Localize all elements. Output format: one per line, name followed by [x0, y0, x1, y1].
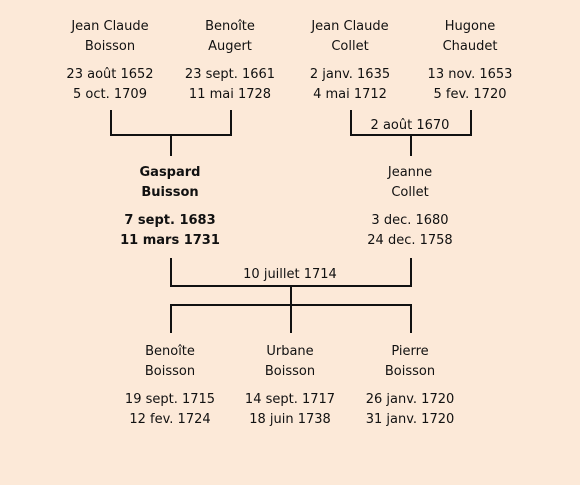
- marriage-date: 10 juillet 1714: [243, 267, 337, 282]
- person-birth-date: 7 sept. 1683: [124, 213, 216, 228]
- connector-line: [410, 258, 412, 286]
- person-hugone-chaudet: Hugone Chaudet 13 nov. 1653 5 fev. 1720: [410, 17, 530, 105]
- person-last-name: Augert: [208, 39, 252, 54]
- person-jeanne-collet: Jeanne Collet 3 dec. 1680 24 dec. 1758: [350, 163, 470, 251]
- person-urbane-boisson: Urbane Boisson 14 sept. 1717 18 juin 173…: [230, 342, 350, 430]
- person-benoite-augert: Benoîte Augert 23 sept. 1661 11 mai 1728: [170, 17, 290, 105]
- connector-line: [110, 110, 112, 135]
- person-death-date: 31 janv. 1720: [365, 412, 455, 427]
- person-birth-date: 23 août 1652: [66, 67, 154, 82]
- connector-line: [410, 305, 412, 333]
- connector-line: [410, 134, 412, 156]
- person-death-date: 11 mai 1728: [188, 87, 272, 102]
- person-jean-claude-collet: Jean Claude Collet 2 janv. 1635 4 mai 17…: [290, 17, 410, 105]
- person-birth-date: 19 sept. 1715: [124, 392, 216, 407]
- person-birth-date: 26 janv. 1720: [365, 392, 455, 407]
- person-death-date: 24 dec. 1758: [367, 233, 453, 248]
- person-birth-date: 3 dec. 1680: [371, 213, 449, 228]
- person-first-name: Jean Claude: [311, 19, 389, 34]
- person-birth-date: 2 janv. 1635: [309, 67, 391, 82]
- person-birth-date: 23 sept. 1661: [184, 67, 276, 82]
- connector-line: [170, 258, 172, 286]
- connector-line: [170, 134, 172, 156]
- person-death-date: 5 fev. 1720: [433, 87, 507, 102]
- person-first-name: Gaspard: [139, 165, 201, 180]
- person-first-name: Jean Claude: [71, 19, 149, 34]
- person-death-date: 11 mars 1731: [120, 233, 220, 248]
- person-death-date: 4 mai 1712: [313, 87, 387, 102]
- connector-line: [290, 286, 292, 305]
- connector-line: [290, 305, 292, 333]
- person-death-date: 5 oct. 1709: [73, 87, 147, 102]
- person-last-name: Buisson: [141, 185, 199, 200]
- person-first-name: Hugone: [444, 19, 496, 34]
- person-pierre-boisson: Pierre Boisson 26 janv. 1720 31 janv. 17…: [350, 342, 470, 430]
- person-first-name: Benoîte: [205, 19, 255, 34]
- person-birth-date: 14 sept. 1717: [244, 392, 336, 407]
- person-last-name: Boisson: [84, 39, 136, 54]
- person-jean-claude-boisson: Jean Claude Boisson 23 août 1652 5 oct. …: [50, 17, 170, 105]
- person-last-name: Boisson: [384, 364, 436, 379]
- person-benoite-boisson: Benoîte Boisson 19 sept. 1715 12 fev. 17…: [110, 342, 230, 430]
- person-gaspard-buisson: Gaspard Buisson 7 sept. 1683 11 mars 173…: [110, 163, 230, 251]
- person-death-date: 12 fev. 1724: [129, 412, 211, 427]
- person-first-name: Benoîte: [145, 344, 195, 359]
- person-last-name: Boisson: [264, 364, 316, 379]
- person-death-date: 18 juin 1738: [249, 412, 331, 427]
- connector-line: [350, 110, 352, 135]
- person-last-name: Boisson: [144, 364, 196, 379]
- person-first-name: Jeanne: [387, 165, 433, 180]
- connector-line: [470, 110, 472, 135]
- person-last-name: Collet: [331, 39, 369, 54]
- connector-line: [230, 110, 232, 135]
- person-first-name: Urbane: [266, 344, 314, 359]
- connector-line: [170, 305, 172, 333]
- person-last-name: Chaudet: [442, 39, 498, 54]
- person-first-name: Pierre: [391, 344, 429, 359]
- person-last-name: Collet: [391, 185, 429, 200]
- person-birth-date: 13 nov. 1653: [427, 67, 513, 82]
- marriage-date: 2 août 1670: [370, 118, 450, 133]
